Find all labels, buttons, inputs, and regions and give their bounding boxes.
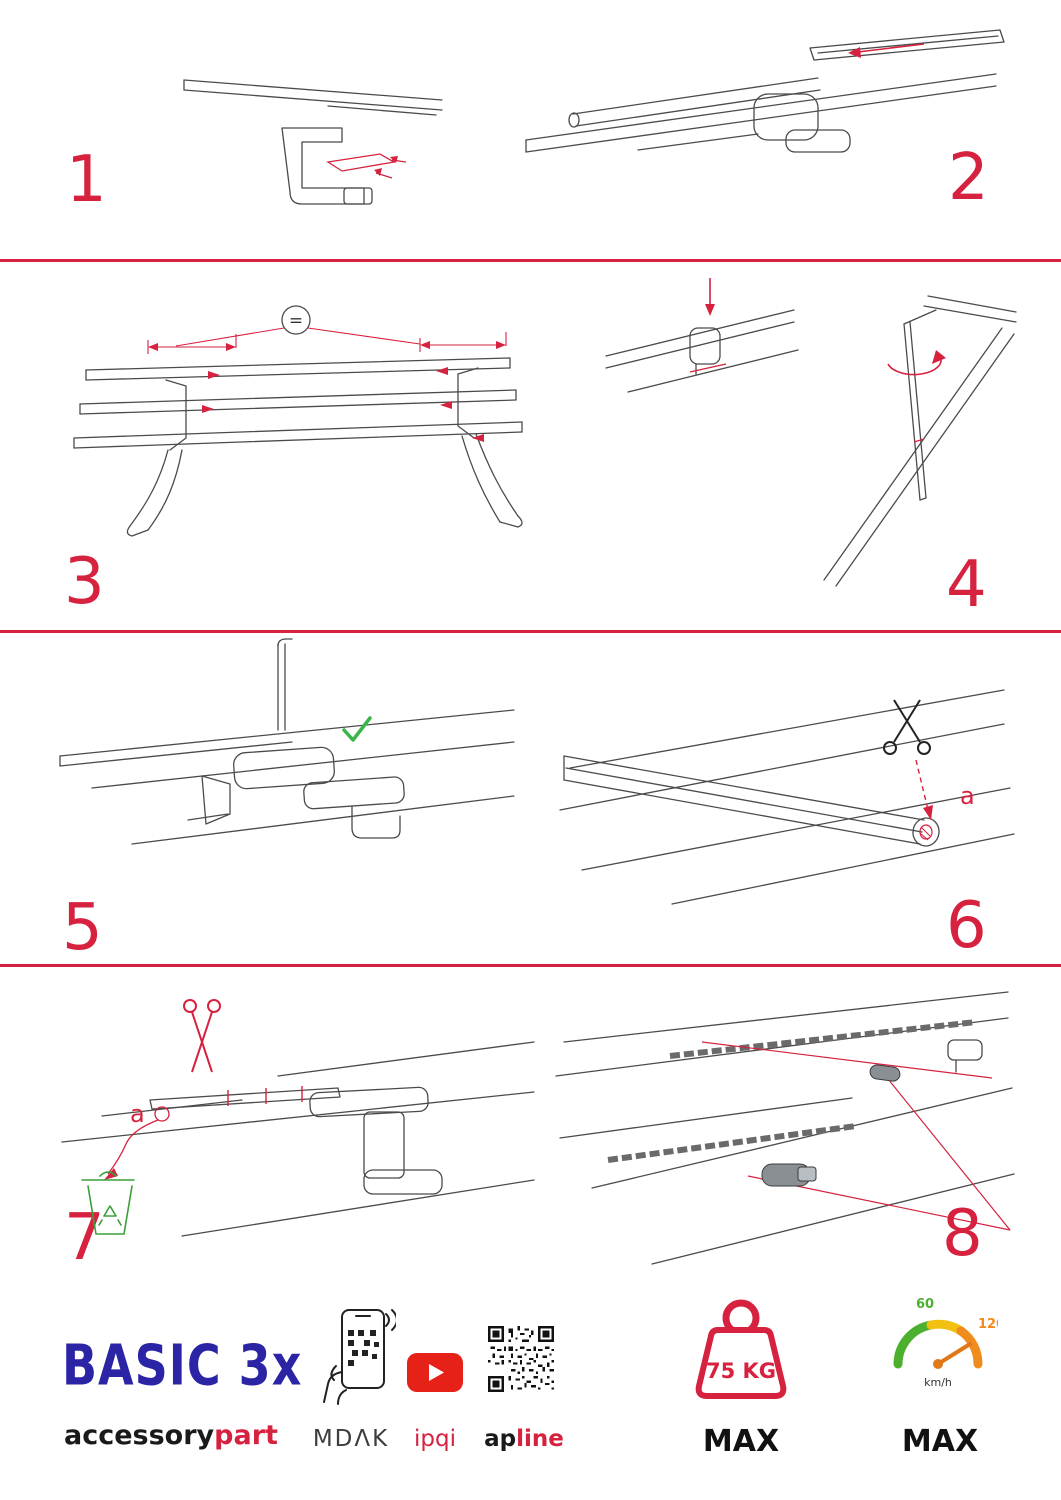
red-arrowheads xyxy=(374,156,398,176)
phone-qr-scan-icon xyxy=(323,1309,396,1405)
brand-suffix: part xyxy=(214,1420,278,1451)
three-bars-drawing xyxy=(73,357,523,537)
cut-label: a xyxy=(130,1100,145,1128)
speed-unit-label: km/h xyxy=(924,1376,952,1389)
section-divider-1 xyxy=(0,259,1061,262)
cut-label: a xyxy=(960,782,975,810)
step-7-number: 7 xyxy=(64,1201,105,1275)
partner-app-label: MDΛK xyxy=(312,1426,390,1452)
partner-video-label: ipqi xyxy=(414,1426,456,1452)
bar-slide-drawing xyxy=(525,29,1005,153)
trash-recycle-icon xyxy=(81,1171,135,1235)
tighten-drawing xyxy=(605,295,1017,587)
step-3-illustration: = xyxy=(73,305,523,537)
qr-code xyxy=(488,1326,554,1392)
partner-qr-prefix: ap xyxy=(484,1426,517,1452)
dimension-arrowheads xyxy=(148,341,506,442)
step-3-number: 3 xyxy=(64,545,105,619)
bar-cut-drawing xyxy=(559,689,1015,905)
discard-drawing xyxy=(61,1041,535,1237)
step-8-illustration xyxy=(555,991,1015,1265)
step-6-number: 6 xyxy=(946,889,987,963)
equal-badge: = xyxy=(281,305,311,335)
cut-line xyxy=(915,759,933,820)
check-icon xyxy=(342,716,372,742)
t-bolt-pieces xyxy=(761,1064,901,1187)
speed-high-label: 120 xyxy=(978,1317,998,1332)
step-2-number: 2 xyxy=(948,141,989,215)
rail-and-clamp-drawing xyxy=(183,79,443,205)
equal-label: = xyxy=(289,311,303,331)
weight-limit-label: 75 KG xyxy=(706,1359,776,1383)
roof-overview-drawing xyxy=(555,991,1015,1265)
product-name: BASIC 3x xyxy=(62,1332,303,1398)
step-2-illustration xyxy=(525,29,1005,153)
cut-end-highlight xyxy=(919,824,933,841)
step-5-illustration xyxy=(59,638,515,845)
step-8-number: 8 xyxy=(942,1197,983,1271)
discard-arrow xyxy=(104,1106,170,1180)
section-divider-3 xyxy=(0,964,1061,967)
step-4-illustration xyxy=(605,278,1017,587)
section-divider-2 xyxy=(0,630,1061,633)
brand-wordmark: accessorypart xyxy=(64,1420,278,1451)
speed-low-label: 60 xyxy=(916,1297,934,1312)
insert-arrow xyxy=(689,278,727,373)
step-7-illustration: a xyxy=(61,999,535,1237)
slide-arrow xyxy=(848,43,925,58)
step-1-number: 1 xyxy=(66,143,107,217)
roof-rails xyxy=(607,1019,977,1163)
clamp-check-drawing xyxy=(59,638,515,845)
speedometer-icon: 60 120 km/h xyxy=(893,1297,998,1389)
weight-max-label: MAX xyxy=(702,1424,780,1459)
scissors-icon xyxy=(183,999,221,1073)
brand-prefix: accessory xyxy=(64,1420,215,1451)
speed-max-label: MAX xyxy=(901,1424,979,1459)
alignment-lines xyxy=(701,1041,1011,1231)
youtube-icon xyxy=(407,1353,463,1392)
partner-qr-label: apline xyxy=(482,1426,566,1452)
max-load-icon: 75 KG xyxy=(695,1299,787,1399)
scissors-icon xyxy=(883,699,931,755)
step-6-illustration: a xyxy=(559,689,1015,905)
cut-marks xyxy=(227,1086,303,1106)
step-1-illustration xyxy=(183,79,443,205)
dimension-guides xyxy=(147,327,507,354)
rotate-arrow xyxy=(887,350,946,443)
step-5-number: 5 xyxy=(62,891,103,965)
step-4-number: 4 xyxy=(946,548,987,622)
partner-qr-suffix: line xyxy=(516,1426,564,1452)
